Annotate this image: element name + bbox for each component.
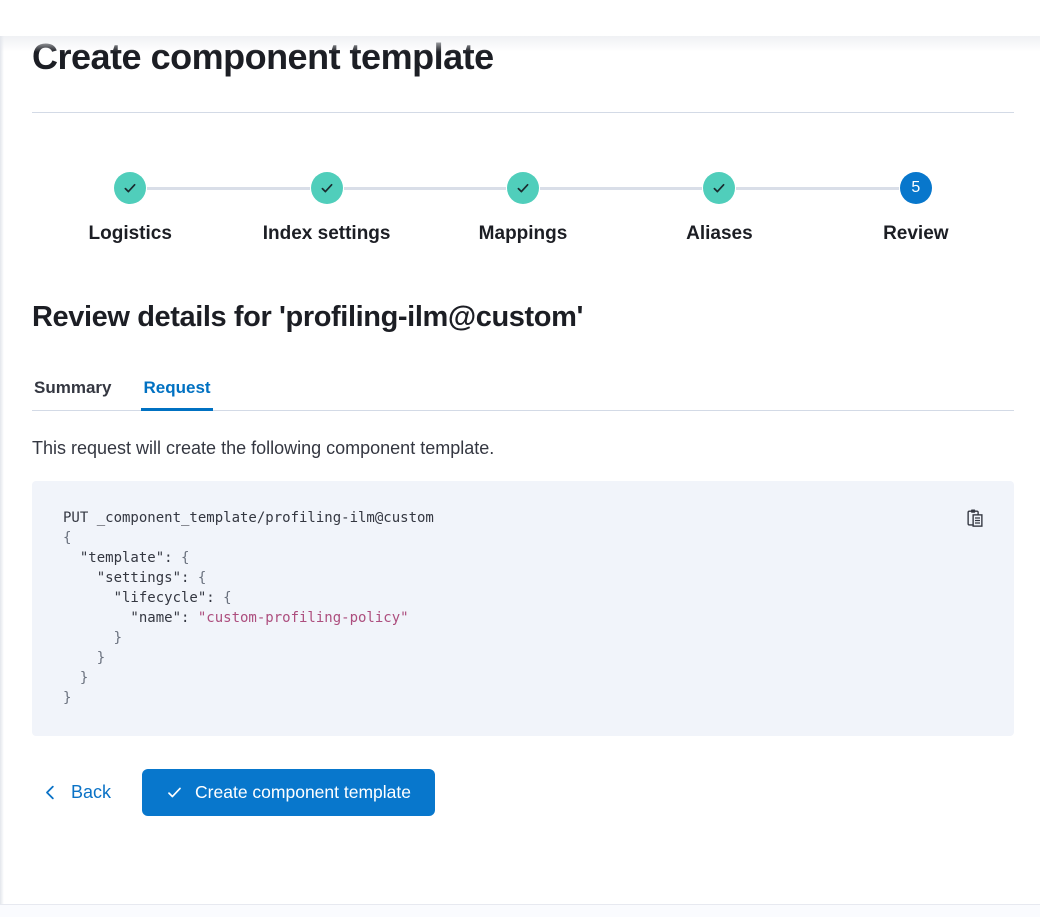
step-complete-circle[interactable]: [114, 172, 147, 204]
review-heading: Review details for 'profiling-ilm@custom…: [32, 301, 583, 333]
step-label: Index settings: [262, 223, 391, 244]
step-label: Aliases: [686, 223, 753, 244]
chevron-left-icon: [46, 785, 54, 800]
stepper-step-logistics[interactable]: Logistics: [32, 172, 228, 245]
code-line: PUT _component_template/profiling-ilm@cu…: [63, 510, 434, 526]
create-button-label: Create component template: [195, 782, 411, 802]
code-line: }: [63, 670, 89, 686]
bottom-panel-edge: [0, 904, 1040, 917]
tabs: Summary Request: [32, 378, 1014, 411]
create-component-template-page: Create component template Logistics Index…: [0, 36, 1040, 816]
step-complete-circle[interactable]: [507, 172, 540, 204]
code-line: }: [63, 650, 106, 666]
review-description: This request will create the following c…: [32, 438, 495, 458]
code-line: "lifecycle": {: [63, 590, 232, 606]
step-number: 5: [911, 179, 921, 196]
back-button-label: Back: [71, 782, 112, 802]
code-line: "template": {: [63, 550, 190, 566]
step-label: Logistics: [88, 223, 172, 244]
step-label: Mappings: [478, 223, 568, 244]
back-button[interactable]: Back: [42, 782, 111, 803]
step-complete-circle[interactable]: [310, 172, 343, 204]
code-line: }: [63, 690, 72, 706]
check-icon: [321, 183, 333, 193]
tab-request[interactable]: Request: [141, 378, 213, 411]
step-complete-circle[interactable]: [703, 172, 736, 204]
step-current-circle[interactable]: 5: [899, 172, 932, 204]
create-component-template-button[interactable]: Create component template: [142, 769, 435, 816]
tab-summary[interactable]: Summary: [32, 378, 113, 410]
check-icon: [713, 183, 725, 193]
check-icon: [124, 183, 136, 193]
stepper-step-index-settings[interactable]: Index settings: [147, 172, 424, 245]
code-line: "name": "custom-profiling-policy": [63, 610, 409, 626]
copy-clipboard-icon: [967, 509, 983, 527]
copy-button[interactable]: [962, 505, 988, 531]
step-label: Review: [883, 223, 949, 244]
stepper-step-mappings[interactable]: Mappings: [343, 172, 621, 245]
code-line: {: [63, 530, 72, 546]
check-icon: [168, 787, 181, 798]
stepper-step-aliases[interactable]: Aliases: [539, 172, 817, 245]
code-line: }: [63, 630, 123, 646]
title-divider: [32, 112, 1014, 113]
code-lines: PUT _component_template/profiling-ilm@cu…: [63, 508, 958, 708]
footer-actions: Back Create component template: [32, 769, 1014, 816]
request-code-block: PUT _component_template/profiling-ilm@cu…: [32, 481, 1014, 736]
check-icon: [517, 183, 529, 193]
page-title: Create component template: [32, 36, 494, 77]
code-line: "settings": {: [63, 570, 207, 586]
